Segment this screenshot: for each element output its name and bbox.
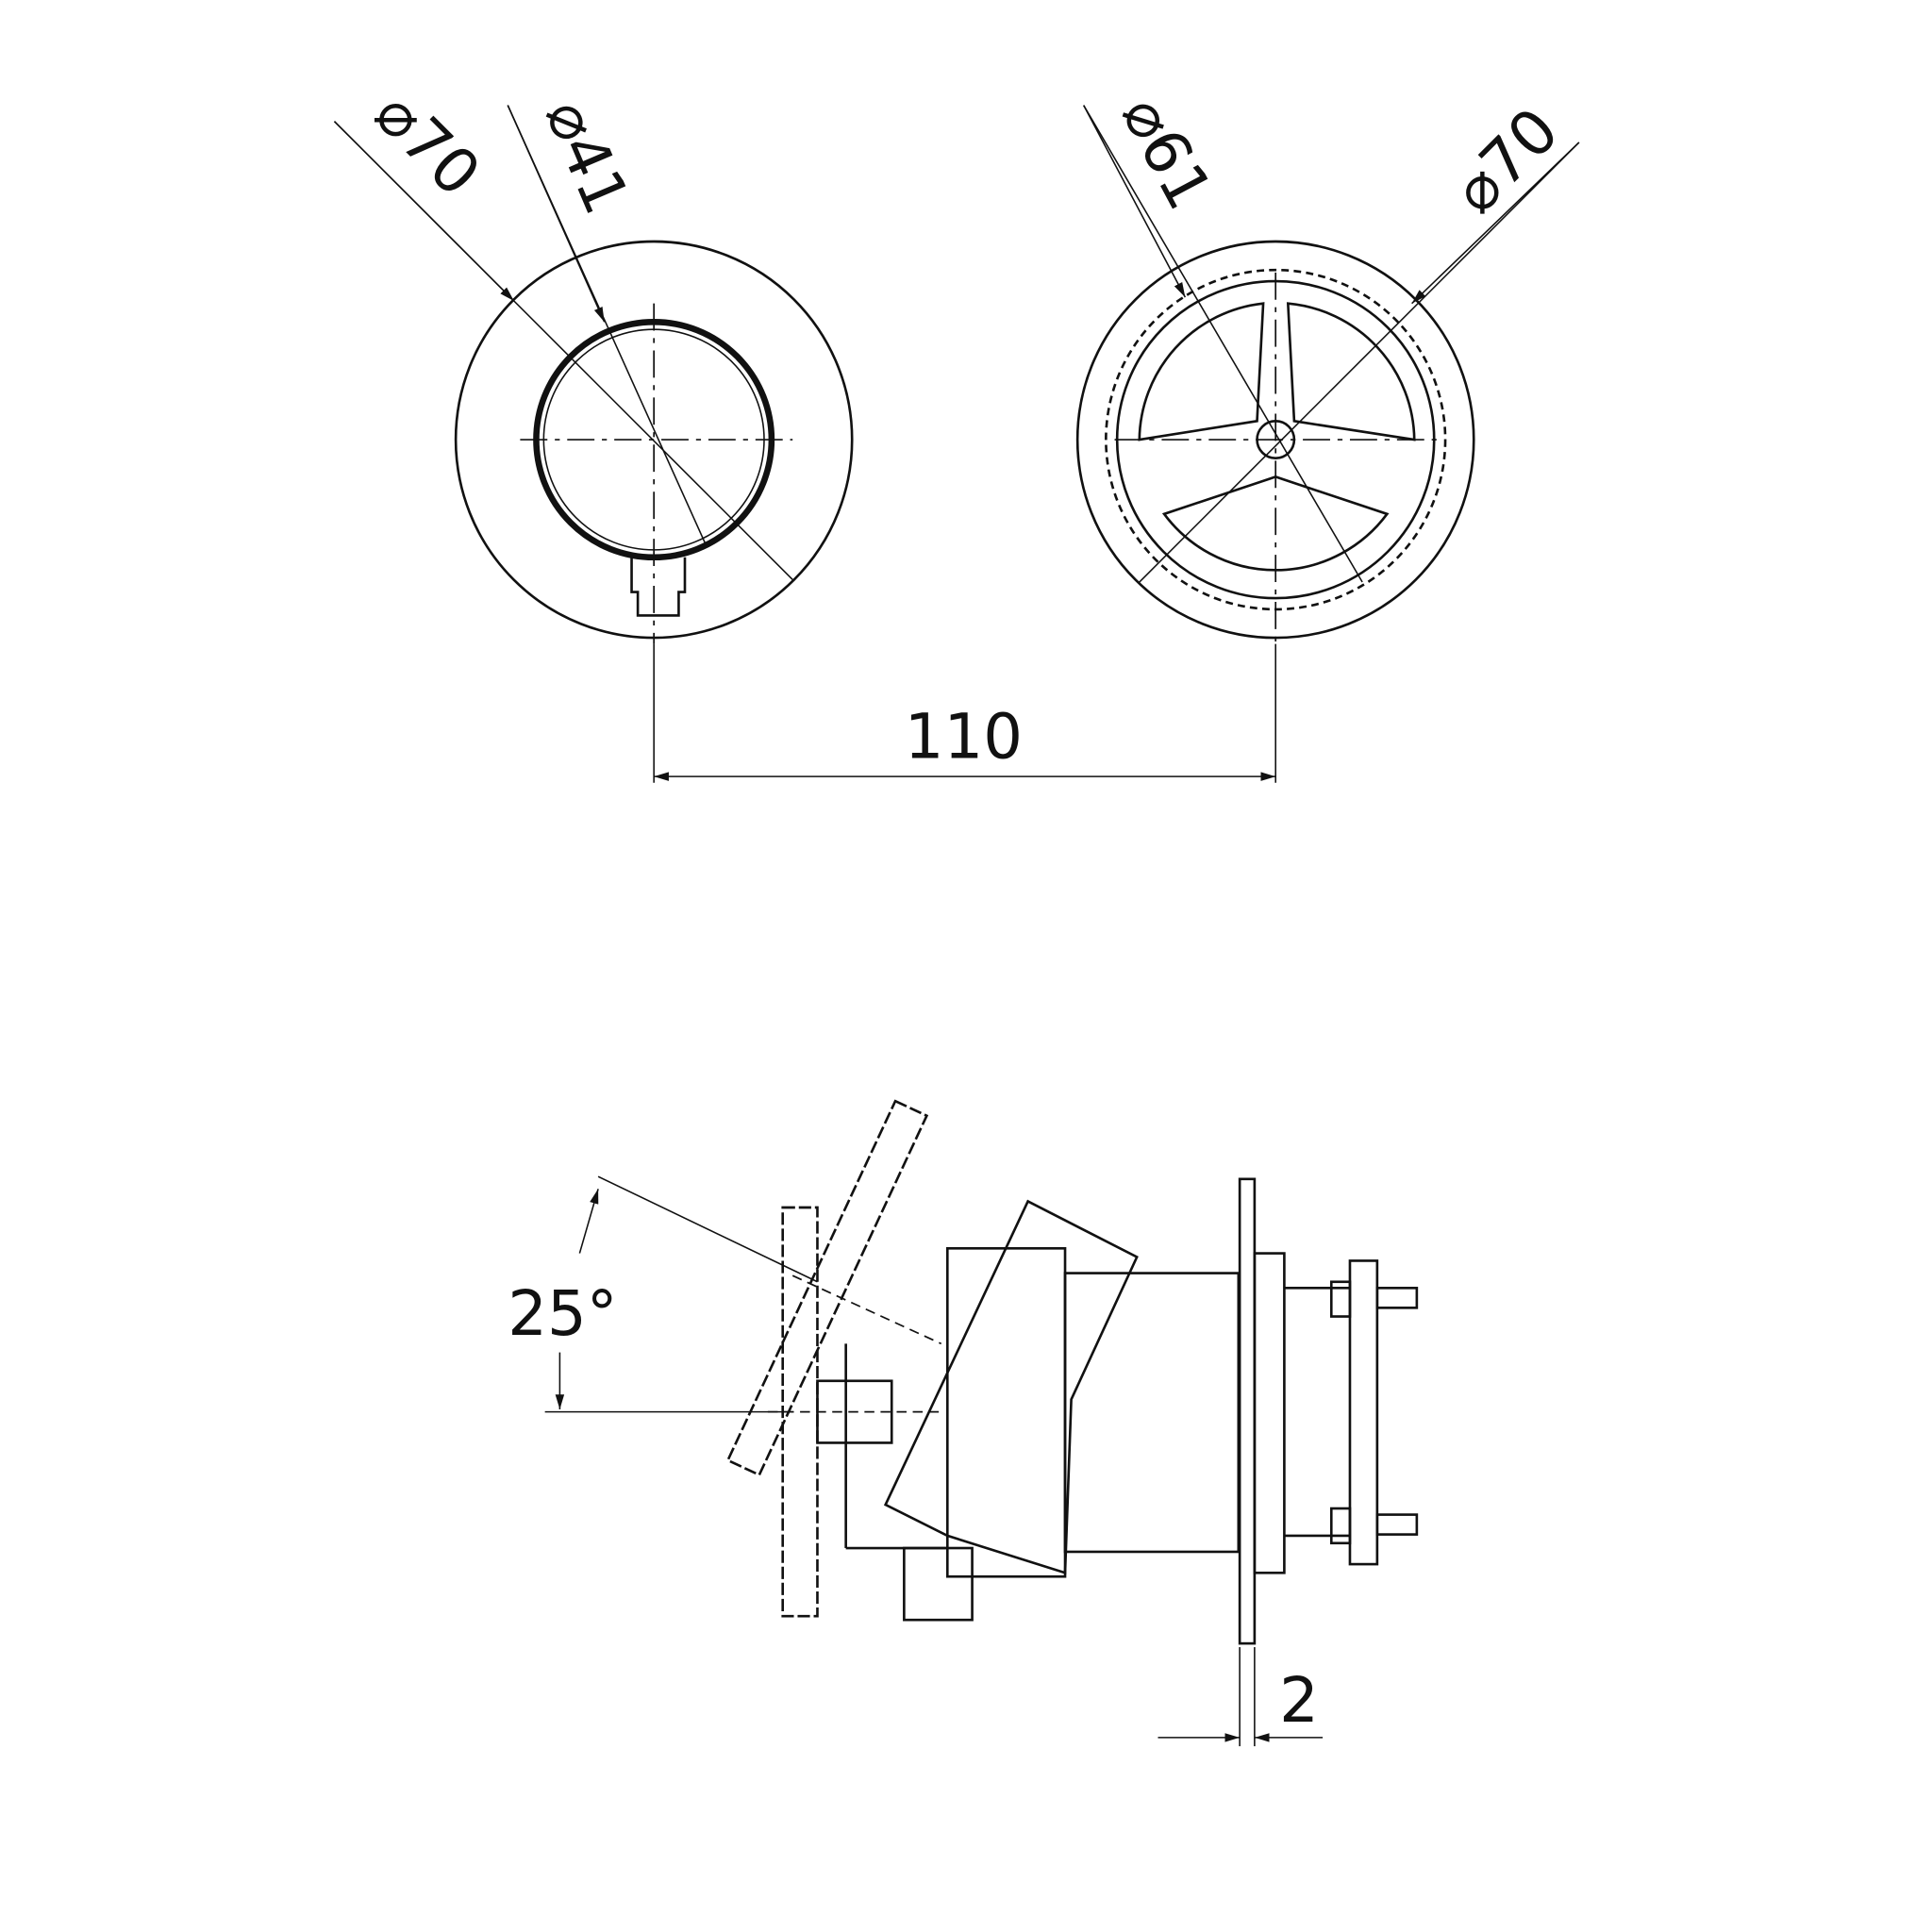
- center-distance-label: 110: [905, 701, 1023, 773]
- thickness-dimension: 2: [1158, 1647, 1324, 1747]
- left-outer-diameter-label: ⌀70: [361, 77, 494, 210]
- side-view: [725, 1099, 1419, 1645]
- right-gear-diameter-label: ⌀61: [1108, 85, 1225, 221]
- stud-top: [1375, 1287, 1419, 1309]
- tilted-gear: [725, 1099, 929, 1477]
- left-inner-diameter-label: ⌀41: [531, 90, 642, 225]
- thickness-label: 2: [1279, 1665, 1319, 1737]
- stud-bottom: [1375, 1513, 1419, 1536]
- tilted-handle-body: [883, 1199, 1139, 1575]
- cylinder-body: [1063, 1272, 1241, 1554]
- left-spout-nub: [630, 557, 687, 617]
- angle-dimension: 25°: [508, 1175, 818, 1413]
- center-distance-dimension: 110: [653, 643, 1276, 783]
- right-front-view: ⌀61 ⌀70: [1075, 85, 1580, 644]
- handle-window: [1138, 302, 1265, 441]
- angle-label: 25°: [508, 1278, 617, 1350]
- side-spout: [903, 1546, 974, 1622]
- mounting-bracket: [1348, 1259, 1379, 1566]
- right-outer-diameter-label: ⌀70: [1440, 94, 1573, 227]
- valve-body: [945, 1247, 1067, 1578]
- wall-plate: [1238, 1177, 1257, 1645]
- left-front-view: ⌀70 ⌀41: [333, 77, 854, 644]
- flange: [1253, 1252, 1286, 1574]
